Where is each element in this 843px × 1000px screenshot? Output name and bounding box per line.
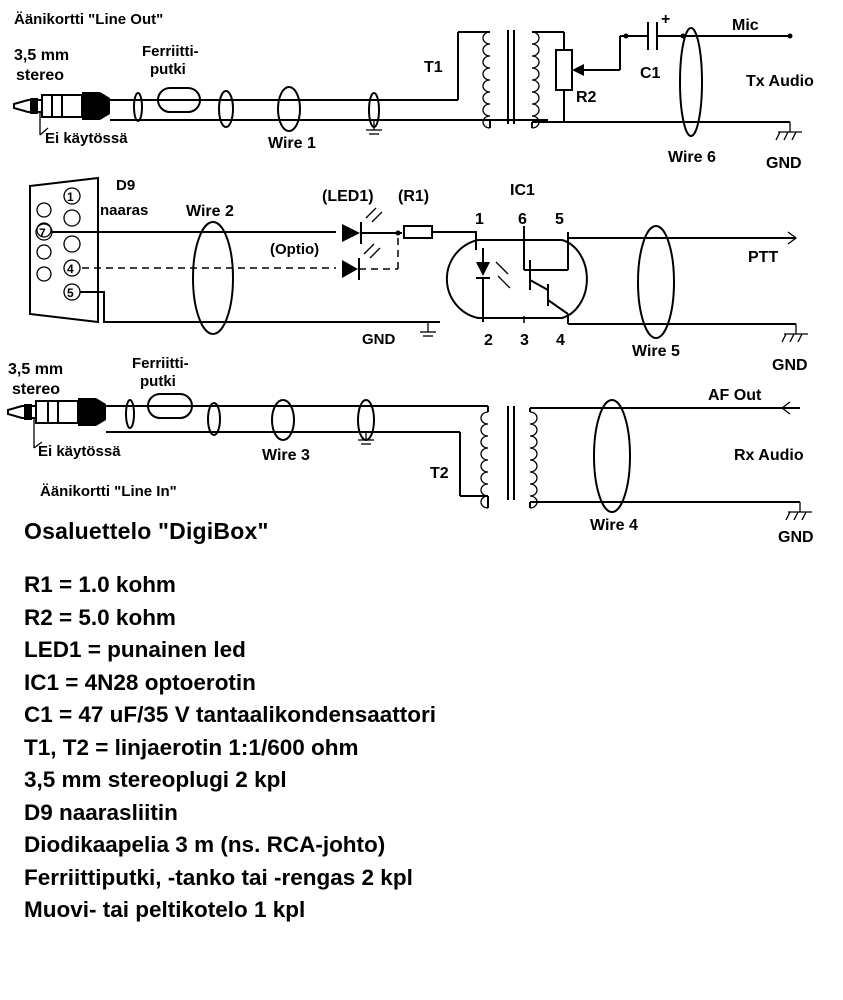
ferrite1-label-a: Ferriitti- [142, 43, 199, 60]
d9-pin-4-label: 4 [67, 262, 74, 276]
ground-symbol-1 [775, 122, 802, 141]
ferrite2-label-b: putki [140, 373, 176, 390]
c1-plus-label: + [661, 11, 670, 28]
optocoupler-ic1 [445, 226, 588, 326]
af-out-label: AF Out [708, 387, 762, 404]
plug2-type-label: stereo [12, 381, 60, 398]
parts-list-item: Ferriittiputki, -tanko tai -rengas 2 kpl [24, 864, 413, 890]
parts-list-item: Muovi- tai peltikotelo 1 kpl [24, 897, 306, 922]
ground-symbol-3 [785, 502, 812, 521]
ic1-pin-2: 2 [484, 332, 493, 349]
d9-pin-1-label: 1 [67, 190, 74, 204]
parts-list-item: T1, T2 = linjaerotin 1:1/600 ohm [24, 734, 359, 760]
gnd-label-3: GND [778, 529, 814, 546]
not-used-label-1: Ei käytössä [45, 130, 128, 147]
led1 [342, 207, 402, 244]
plug1-type-label: stereo [16, 67, 64, 84]
d9-label: D9 [116, 177, 135, 194]
rx-audio-label: Rx Audio [734, 447, 804, 464]
d9-pin-5-label: 5 [67, 286, 74, 300]
resistor-r1 [403, 225, 433, 239]
gnd-label-1: GND [766, 155, 802, 172]
parts-list: Osaluettelo "DigiBox" R1 = 1.0 kohm R2 =… [24, 518, 824, 927]
schematic-diagram: Äänikortti "Line Out" 3,5 mm stereo Ferr… [7, 11, 814, 546]
ic1-pin-5: 5 [555, 211, 564, 228]
wire5-shield [637, 225, 675, 339]
parts-list-item: 3,5 mm stereoplugi 2 kpl [24, 767, 287, 792]
parts-list-item: IC1 = 4N28 optoerotin [24, 669, 256, 695]
ic1-pin-3: 3 [520, 332, 529, 349]
parts-list-item: LED1 = punainen led [24, 637, 246, 662]
capacitor-c1 [620, 22, 790, 50]
transformer-t2 [459, 406, 800, 509]
plug2-size-label: 3,5 mm [8, 361, 63, 378]
gnd-label-2: GND [772, 357, 808, 374]
not-used-label-2: Ei käytössä [38, 443, 121, 460]
ferrite-tube-1 [157, 87, 201, 113]
parts-list-item: Diodikaapelia 3 m (ns. RCA-johto) [24, 832, 386, 857]
d9-pin-7-label: 7 [39, 226, 46, 240]
ferrite-tube-2 [147, 393, 193, 419]
naaras-label: naaras [100, 202, 148, 219]
r1-label: (R1) [398, 188, 429, 205]
ground-symbol-2 [781, 324, 808, 343]
ferrite2-label-a: Ferriitti- [132, 355, 189, 372]
gnd-label-mid: GND [362, 331, 396, 348]
parts-list-item: C1 = 47 uF/35 V tantaalikondensaattori [24, 702, 437, 727]
tx-audio-label: Tx Audio [746, 73, 814, 90]
ic1-pin-6: 6 [518, 211, 527, 228]
wire6-label: Wire 6 [668, 149, 716, 166]
ptt-label: PTT [748, 249, 778, 266]
potentiometer-r2 [555, 32, 621, 122]
ic1-pin-4: 4 [556, 332, 565, 349]
line-in-title: Äänikortti "Line In" [40, 483, 177, 500]
wire1-shield [277, 86, 301, 132]
line-in-section: 3,5 mm stereo Ferriitti- putki Ei käytös… [7, 355, 814, 546]
line-out-section: Äänikortti "Line Out" 3,5 mm stereo Ferr… [13, 11, 814, 172]
wire2-label: Wire 2 [186, 203, 234, 220]
line-out-title: Äänikortti "Line Out" [14, 11, 163, 28]
parts-list-title: Osaluettelo "DigiBox" [24, 518, 269, 544]
plug1-size-label: 3,5 mm [14, 47, 69, 64]
wire4-shield [593, 399, 631, 513]
parts-list-item: D9 naarasliitin [24, 799, 178, 825]
stereo-plug-1 [13, 92, 110, 136]
parts-list-items: R1 = 1.0 kohm R2 = 5.0 kohm LED1 = punai… [24, 569, 824, 927]
parts-list-item: R2 = 5.0 kohm [24, 604, 176, 630]
stereo-plug-2 [7, 398, 106, 449]
r2-label: R2 [576, 89, 597, 106]
optional-led [342, 235, 399, 280]
parts-list-item: R1 = 1.0 kohm [24, 572, 176, 597]
wire3-shield [271, 399, 295, 441]
ic1-pin-1: 1 [475, 211, 484, 228]
wire5-label: Wire 5 [632, 343, 680, 360]
wire6-shield [679, 27, 703, 137]
wire1-label: Wire 1 [268, 135, 316, 152]
led1-label: (LED1) [322, 188, 374, 205]
transformer-t1 [457, 30, 620, 129]
wire4-label: Wire 4 [590, 517, 638, 534]
ic1-label: IC1 [510, 182, 535, 199]
c1-label: C1 [640, 65, 661, 82]
t2-label: T2 [430, 465, 449, 482]
optio-label: (Optio) [270, 241, 319, 258]
t1-label: T1 [424, 59, 443, 76]
wire3-label: Wire 3 [262, 447, 310, 464]
d9-connector: 1 7 4 5 [29, 176, 99, 324]
ptt-section: 1 7 4 5 D9 naaras Wire 2 (LED1) [29, 176, 808, 374]
ferrite1-label-b: putki [150, 61, 186, 78]
wire2-shield [192, 221, 234, 335]
mic-label: Mic [732, 17, 759, 34]
